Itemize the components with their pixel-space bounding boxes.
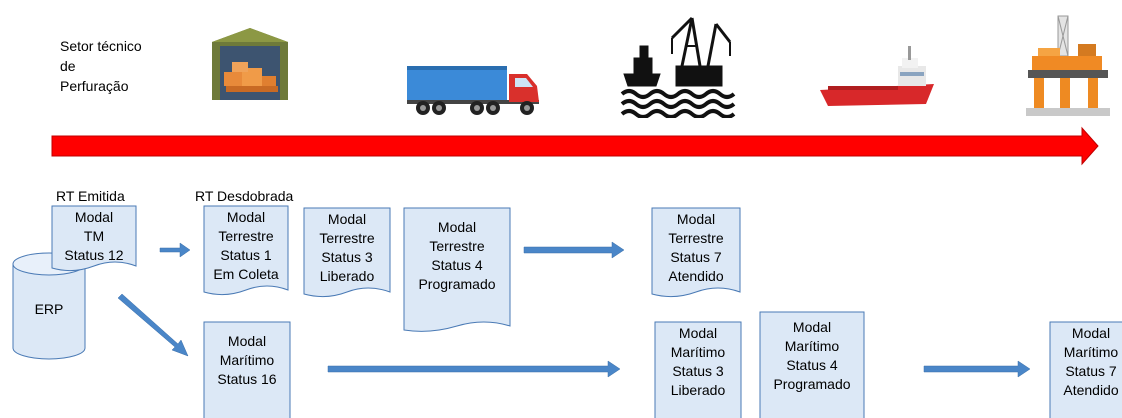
arrow-maritimo16-to-3 (327, 360, 621, 378)
sector-label: Setor técnico de Perfuração (60, 38, 142, 94)
port-crane-icon (620, 16, 736, 118)
arrow-maritimo4-to-7 (923, 360, 1031, 378)
arrow-terrestre4-to-7 (523, 241, 625, 259)
arrow-erp-to-maritimo (117, 293, 189, 357)
arrow-tm-to-terrestre (159, 242, 191, 258)
warehouse-icon (212, 28, 288, 100)
timeline-arrow (51, 126, 1099, 166)
supply-vessel-icon (820, 46, 934, 106)
rt-desdobrada-label: RT Desdobrada (195, 188, 294, 204)
erp-label: ERP (34, 301, 64, 317)
rt-emitida-label: RT Emitida (56, 188, 125, 204)
truck-icon (407, 66, 539, 115)
oil-platform-icon (1026, 15, 1110, 116)
